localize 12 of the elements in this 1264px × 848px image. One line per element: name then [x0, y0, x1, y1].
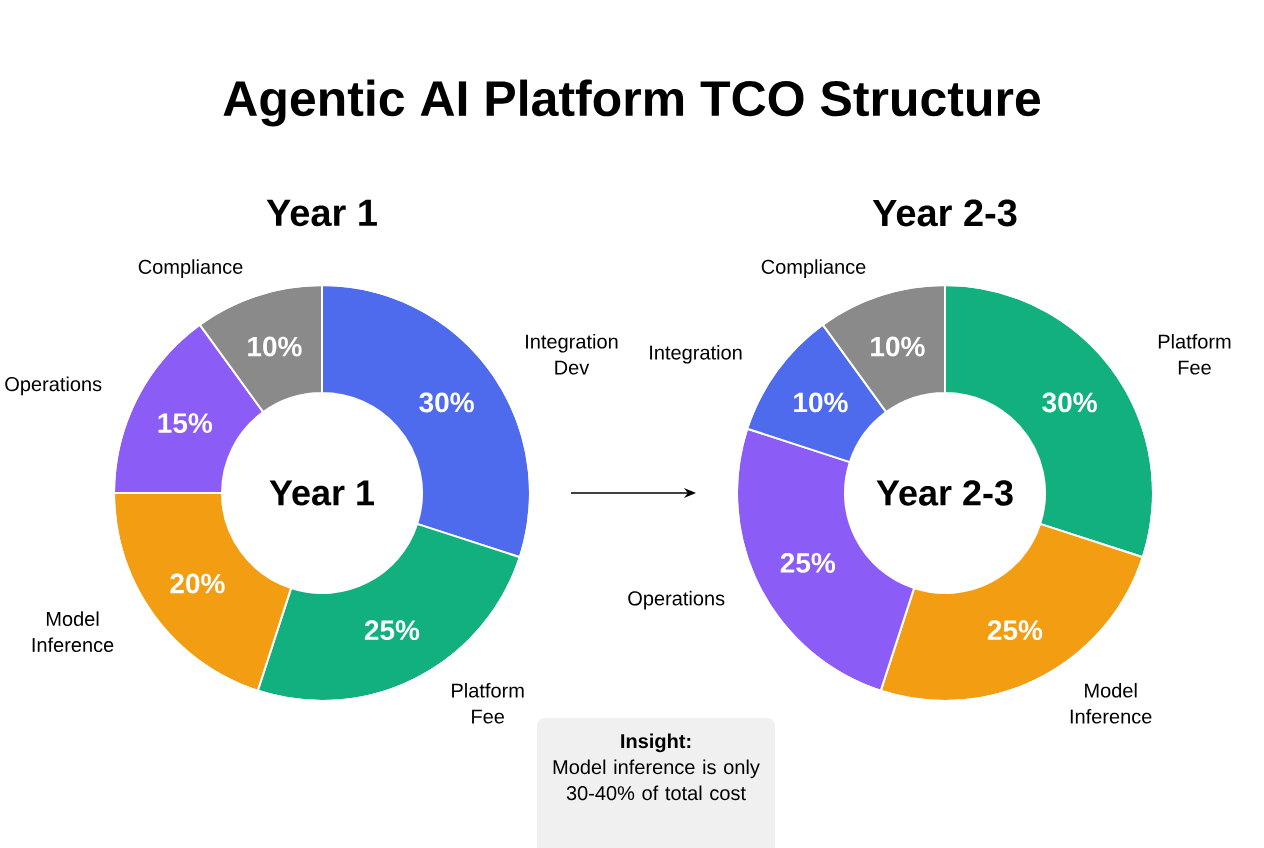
slice-label: Compliance — [761, 259, 866, 278]
slice-label: Operations — [628, 590, 725, 610]
slice-label: Platform Fee — [1158, 333, 1231, 375]
slice-label: Operations — [5, 376, 102, 396]
slice-label: Compliance — [138, 259, 243, 278]
chart-heading: Year 1 — [266, 199, 377, 227]
slice-label: Integration — [650, 344, 742, 364]
chart-heading: Year 2-3 — [872, 199, 1017, 227]
insight-box: Insight: Model inference is only 30-40% of total cost — [537, 718, 775, 848]
donut-slice: 10% — [198, 284, 323, 414]
slice-label: Model Inference — [32, 611, 114, 653]
title: Agentic AI Platform TCO Structure — [223, 79, 1041, 127]
